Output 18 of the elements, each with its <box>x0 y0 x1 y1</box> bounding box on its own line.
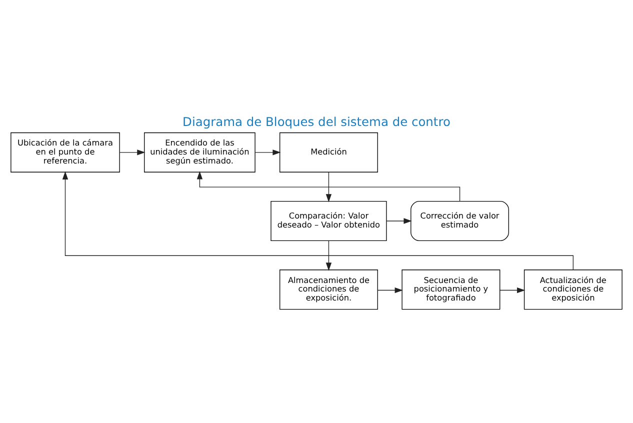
arrow <box>500 287 526 294</box>
arrow <box>326 172 332 202</box>
arrow <box>62 171 574 270</box>
arrow <box>196 171 460 202</box>
arrow <box>326 240 332 271</box>
node-box: Comparación: Valor deseado – Valor obtenido <box>270 200 387 242</box>
node-box: Ubicación de la cámara en el punto de referencia. <box>10 132 120 172</box>
diagram-title: Diagrama de Bloques del sistema de contro <box>182 115 450 130</box>
node-box: Encendido de las unidades de iluminación según estimado. <box>144 132 256 172</box>
arrow <box>377 287 403 294</box>
arrow <box>254 150 281 156</box>
node-box: Secuencia de posicionamiento y fotografiado <box>402 270 500 310</box>
node-box: Almacenamiento de condiciones de exposición. <box>280 270 378 310</box>
node-box: Medición <box>280 132 378 172</box>
arrow <box>386 218 412 224</box>
node-box: Corrección de valor estimado <box>410 200 509 242</box>
arrow <box>119 150 146 156</box>
node-box: Actualización de condiciones de exposición <box>524 270 622 310</box>
